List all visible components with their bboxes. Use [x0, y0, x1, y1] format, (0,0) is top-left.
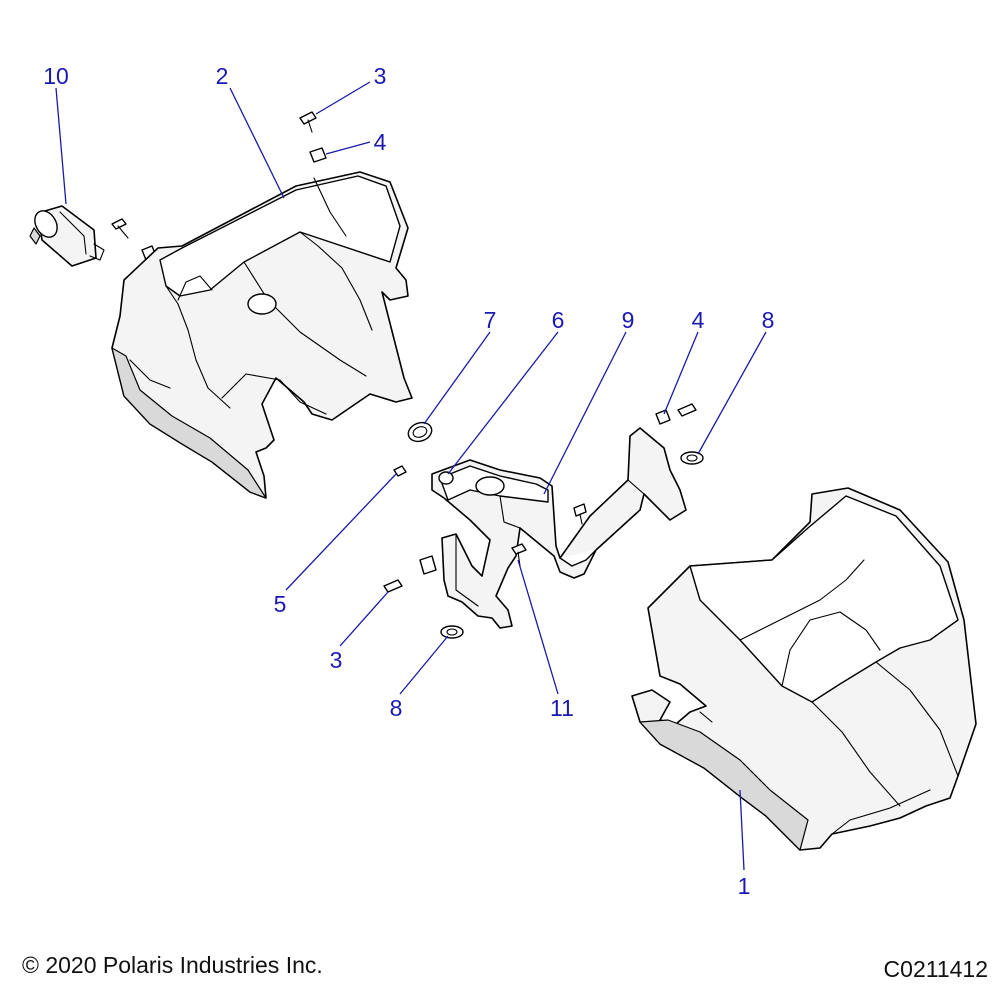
- part-3-screw-lower: [383, 579, 403, 593]
- callout-2: 2: [216, 63, 229, 89]
- leader-2: [229, 87, 285, 199]
- bracket-clip-left: [419, 555, 437, 575]
- part-4-speed-nut-top: [309, 147, 327, 163]
- callout-8: 8: [762, 307, 775, 333]
- leader-lines: [55, 81, 767, 871]
- callout-6: 6: [552, 307, 565, 333]
- part-8-grommet-right: [680, 451, 704, 465]
- leader-4-top: [325, 141, 371, 155]
- callout-labels: 10 2 3 4 7 6 9 4 8 5 3 8 11 1: [43, 63, 774, 899]
- leader-5: [285, 473, 397, 591]
- leader-11: [517, 559, 559, 695]
- part-10-headlight-bulb: [29, 205, 105, 267]
- leader-9: [543, 331, 627, 495]
- part-2-upper-housing: [111, 171, 413, 499]
- leader-3-lower: [339, 591, 389, 647]
- callout-1: 1: [738, 873, 751, 899]
- leader-4-right: [663, 331, 699, 415]
- part-5-screw: [393, 465, 407, 477]
- callout-8: 8: [390, 695, 403, 721]
- part-9-mounting-bracket: [431, 427, 687, 629]
- callout-4: 4: [692, 307, 705, 333]
- callout-11: 11: [550, 695, 574, 721]
- leader-10: [55, 87, 67, 205]
- part-4-speed-nut-right: [655, 403, 697, 425]
- leader-7: [423, 331, 491, 425]
- callout-10: 10: [43, 63, 69, 89]
- part-7-grommet: [407, 421, 433, 443]
- callout-3: 3: [374, 63, 387, 89]
- part-8-grommet-lower: [440, 625, 464, 639]
- leader-1: [739, 789, 745, 871]
- leader-6: [447, 331, 559, 475]
- callout-3: 3: [330, 647, 343, 673]
- leader-8-right: [697, 331, 767, 455]
- drawing-number: C0211412: [883, 956, 988, 982]
- callout-9: 9: [622, 307, 635, 333]
- part-3-screw-top: [299, 111, 317, 133]
- callout-4: 4: [374, 129, 387, 155]
- bracket-screw: [573, 503, 587, 525]
- screw-near-bulb: [111, 218, 129, 239]
- copyright-notice: © 2020 Polaris Industries Inc.: [22, 952, 323, 978]
- callout-7: 7: [484, 307, 497, 333]
- part-1-lower-shroud: [631, 487, 977, 851]
- callout-5: 5: [274, 591, 287, 617]
- leader-3-top: [315, 81, 371, 115]
- leader-8-lower: [399, 635, 449, 695]
